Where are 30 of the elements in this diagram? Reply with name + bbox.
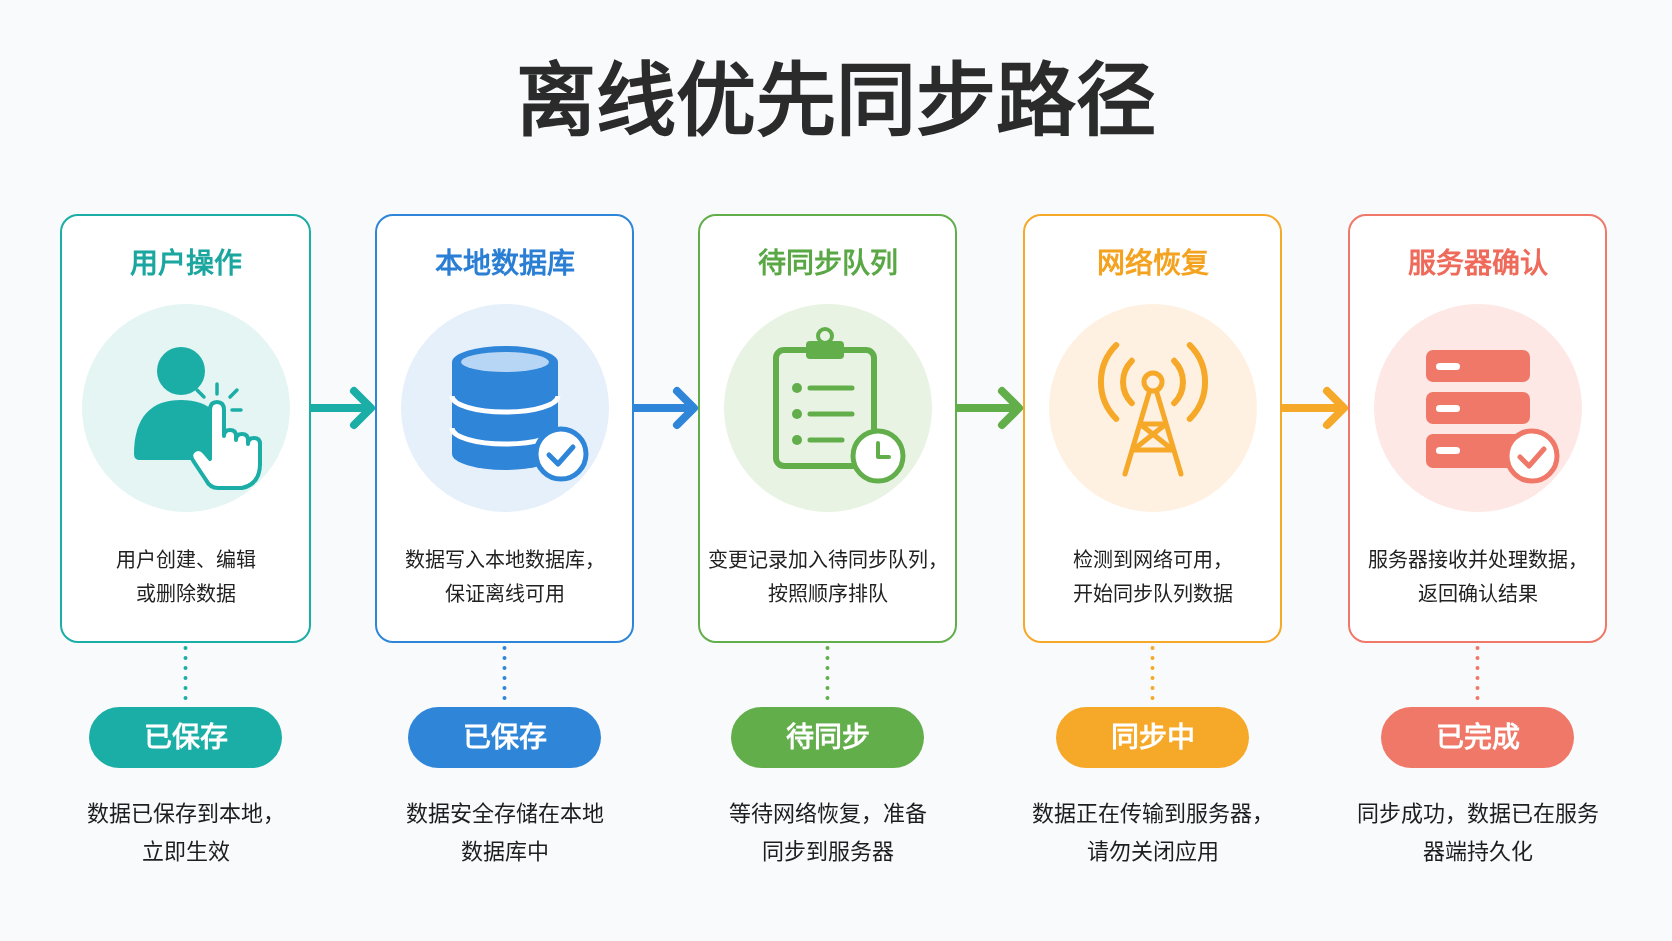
step-card [60, 214, 311, 643]
step-description: 用户创建、编辑或删除数据 [114, 547, 257, 608]
title: 离线优先同步路径 [516, 53, 1156, 149]
step-title: 网络恢复 [1096, 246, 1209, 282]
step-title: 本地数据库 [434, 246, 575, 282]
status-caption: 同步成功，数据已在服务器端持久化 [1355, 800, 1600, 866]
status-pill: 同步中 [1056, 707, 1249, 768]
step-description: 检测到网络可用，开始同步队列数据 [1071, 547, 1234, 608]
step-description: 服务器接收并处理数据，返回确认结果 [1366, 547, 1589, 608]
status-caption: 数据已保存到本地，立即生效 [85, 800, 286, 866]
step-card [1023, 214, 1282, 643]
arrow [957, 387, 1023, 429]
step-card [698, 214, 957, 643]
step-card [375, 214, 634, 643]
status-pill: 已保存 [408, 707, 601, 768]
status-caption: 数据正在传输到服务器，请勿关闭应用 [1030, 800, 1275, 866]
status-caption: 数据安全存储在本地数据库中 [404, 800, 605, 866]
step-title: 服务器确认 [1407, 246, 1548, 282]
arrow [1282, 387, 1348, 429]
step-title: 用户操作 [129, 246, 242, 282]
status-pill: 待同步 [731, 707, 924, 768]
step-card [1348, 214, 1607, 643]
step-description: 变更记录加入待同步队列，按照顺序排队 [706, 547, 949, 608]
status-caption: 等待网络恢复，准备同步到服务器 [727, 800, 928, 866]
step-title: 待同步队列 [757, 246, 898, 282]
status-pill: 已保存 [89, 707, 282, 768]
status-pill: 已完成 [1381, 707, 1574, 768]
arrow [311, 387, 375, 429]
arrow [634, 387, 698, 429]
step-description: 数据写入本地数据库，保证离线可用 [403, 547, 606, 608]
